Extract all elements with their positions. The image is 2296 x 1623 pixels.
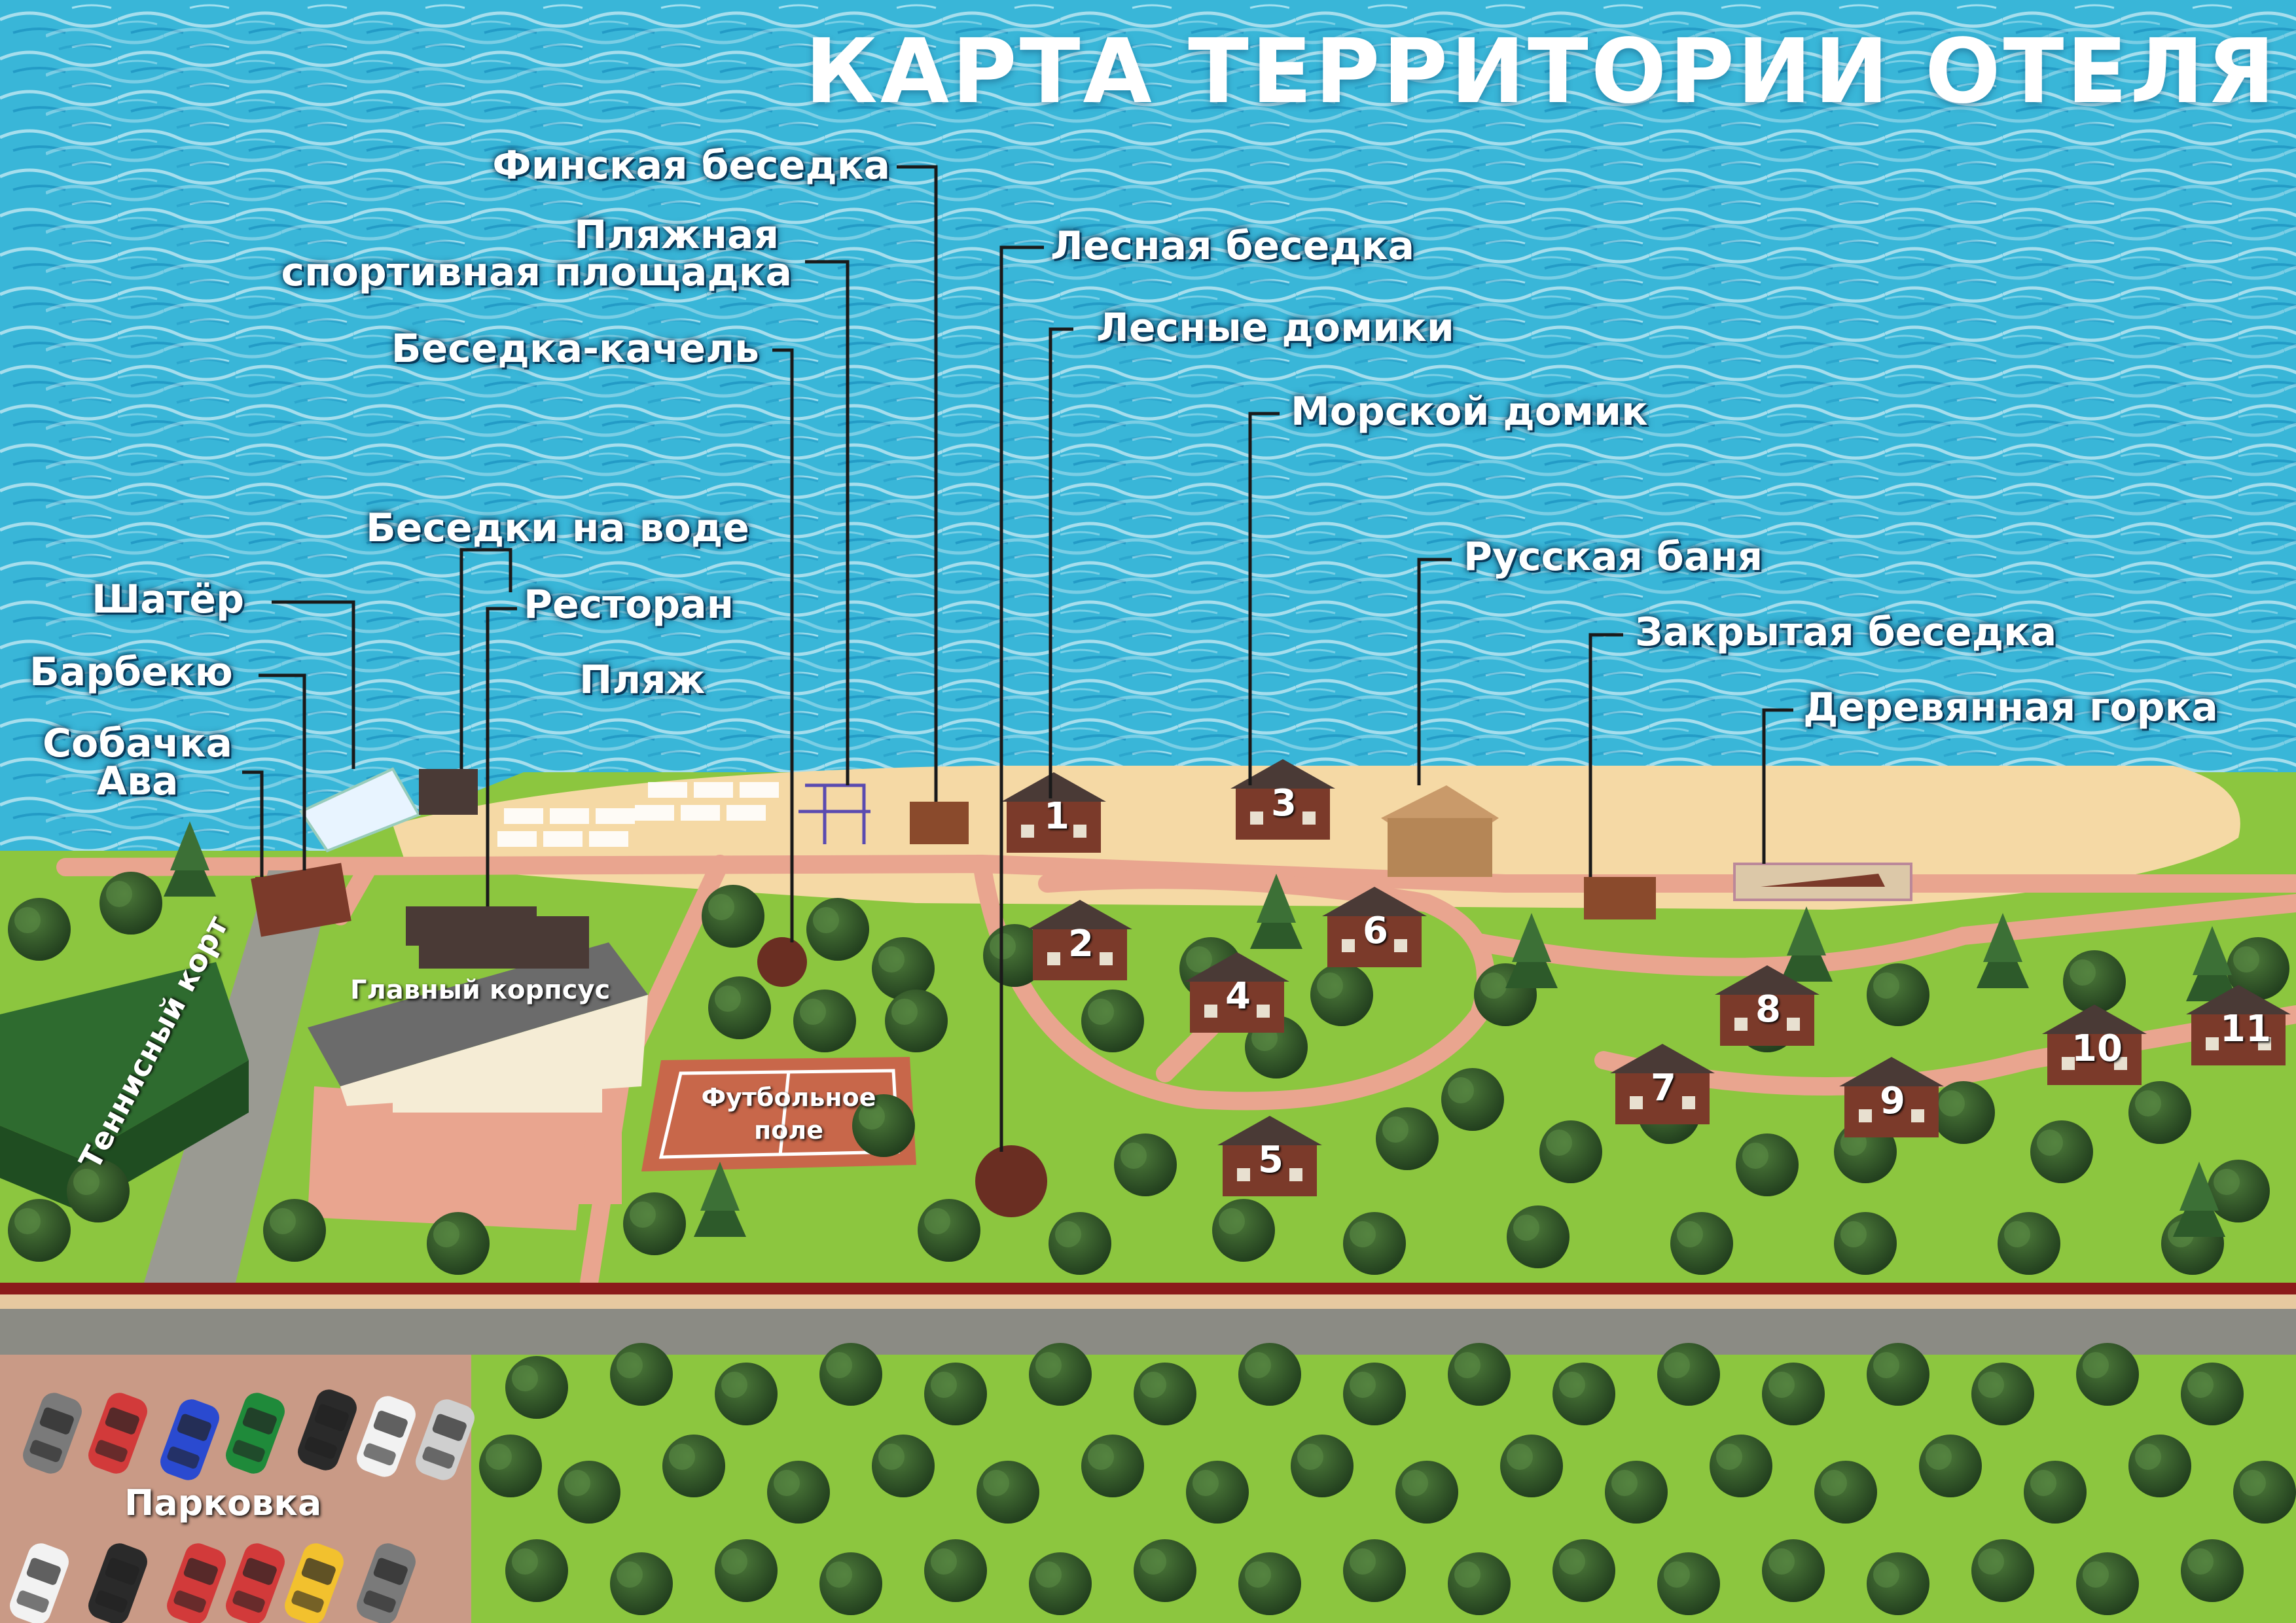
beach-sports-ground[interactable] (798, 783, 870, 844)
fence (0, 1283, 2296, 1294)
main-building[interactable] (308, 916, 648, 1113)
swing-gazebo-building[interactable] (757, 937, 807, 987)
road (0, 1309, 2296, 1355)
label-football-line1[interactable]: Футбольное (701, 1083, 876, 1112)
label-closed-gazebo[interactable]: Закрытая беседка (1635, 609, 2057, 655)
label-sea-house[interactable]: Морской домик (1291, 389, 1648, 435)
label-beach[interactable]: Пляж (579, 657, 706, 703)
label-beach-sports-line2[interactable]: спортивная площадка (281, 249, 792, 295)
dog-house[interactable] (255, 877, 278, 900)
closed-gazebo-building[interactable] (1584, 877, 1656, 919)
house-number-1[interactable]: 1 (1044, 795, 1069, 838)
label-beach-sports-line1[interactable]: Пляжная (574, 212, 779, 258)
label-bbq[interactable]: Барбекю (29, 649, 233, 695)
finnish-gazebo-building[interactable] (910, 802, 969, 844)
restaurant-building[interactable] (406, 906, 537, 946)
house-number-10[interactable]: 10 (2072, 1027, 2123, 1070)
label-leader-lines (242, 165, 1793, 1152)
forest-gazebo-building[interactable] (975, 1145, 1047, 1217)
label-swing-gazebo[interactable]: Беседка-качель (391, 326, 759, 372)
house-number-6[interactable]: 6 (1363, 910, 1388, 952)
house-number-5[interactable]: 5 (1258, 1139, 1283, 1181)
house-number-8[interactable]: 8 (1755, 988, 1781, 1031)
label-parking[interactable]: Парковка (124, 1482, 322, 1524)
wooden-slide[interactable] (1733, 863, 1912, 901)
label-forest-gazebo[interactable]: Лесная беседка (1050, 223, 1414, 269)
house-number-4[interactable]: 4 (1225, 975, 1251, 1018)
sunbeds (497, 782, 779, 847)
house-number-2[interactable]: 2 (1068, 923, 1094, 965)
label-wooden-slide[interactable]: Деревянная горка (1803, 685, 2218, 730)
house-number-11[interactable]: 11 (2220, 1008, 2271, 1050)
tennis-court[interactable] (0, 962, 249, 1211)
label-russian-banya[interactable]: Русская баня (1463, 534, 1763, 580)
russian-banya-building[interactable] (1381, 785, 1499, 877)
label-football-line2[interactable]: поле (754, 1116, 823, 1145)
label-finnish-gazebo[interactable]: Финская беседка (492, 143, 890, 188)
house-number-9[interactable]: 9 (1880, 1080, 1905, 1122)
label-dog-line2[interactable]: Ава (96, 758, 179, 804)
label-restaurant[interactable]: Ресторан (524, 582, 734, 628)
label-main-building[interactable]: Главный корпсус (350, 975, 611, 1005)
label-dog-line1[interactable]: Собачка (42, 721, 233, 766)
water-gazebos-building[interactable] (419, 769, 478, 815)
label-water-gazebos[interactable]: Беседки на воде (366, 505, 749, 551)
house-number-7[interactable]: 7 (1651, 1067, 1676, 1109)
label-tent[interactable]: Шатёр (92, 577, 245, 622)
label-forest-houses[interactable]: Лесные домики (1096, 305, 1454, 351)
house-number-3[interactable]: 3 (1271, 782, 1297, 825)
map-title: КАРТА ТЕРРИТОРИИ ОТЕЛЯ (804, 20, 2278, 124)
